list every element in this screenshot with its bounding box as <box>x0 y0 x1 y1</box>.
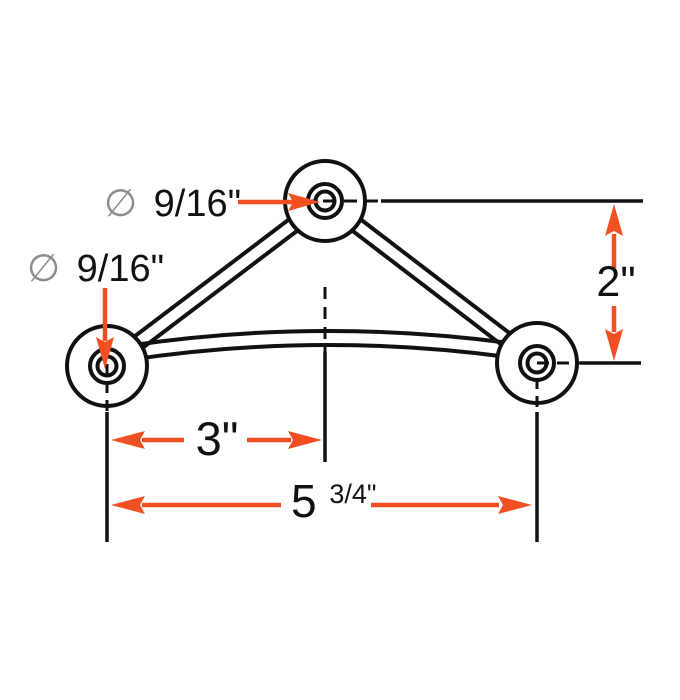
arm-top-right-outer-line <box>339 202 531 350</box>
top-diameter-arrowhead-icon <box>288 193 320 211</box>
dim-3in-label: 3" <box>196 412 239 465</box>
bracket-part <box>65 159 579 408</box>
diameter-symbol-icon: ∅ <box>104 183 137 225</box>
dim-2in-down-arrowhead-icon <box>605 329 623 361</box>
left-hole-diameter-value: 9/16" <box>77 248 164 290</box>
dim-5-34in-right-arrowhead-icon <box>498 496 532 514</box>
arm-bottom-lower-curve <box>121 342 523 363</box>
dim-2in-up-arrowhead-icon <box>605 204 623 236</box>
dimension-arrows <box>96 193 623 514</box>
dim-5-34in-label: 5 3/4" <box>291 475 377 527</box>
top-hole-diameter-label: ∅ 9/16" <box>104 183 241 225</box>
diameter-symbol-icon: ∅ <box>27 248 60 290</box>
left-hole-diameter-label: ∅ 9/16" <box>27 248 164 290</box>
dimension-labels: ∅ 9/16" ∅ 9/16" 2" 3" 5 3/4" <box>27 183 636 527</box>
top-hole-diameter-value: 9/16" <box>154 183 241 225</box>
dim-3in-right-arrowhead-icon <box>288 431 322 449</box>
arm-bottom-upper-curve <box>119 328 525 349</box>
arm-top-left-inner-line <box>121 214 319 365</box>
dim-5-34in-fraction: 3/4" <box>329 479 376 509</box>
dim-3in-left-arrowhead-icon <box>111 431 145 449</box>
arm-top-left-outer-line <box>113 202 311 353</box>
dim-5-34in-left-arrowhead-icon <box>111 496 145 514</box>
dim-5-34in-whole: 5 <box>291 475 317 527</box>
arm-top-right-inner-line <box>331 214 523 362</box>
left-diameter-arrowhead-icon <box>96 337 114 369</box>
dim-2in-label: 2" <box>596 258 635 306</box>
